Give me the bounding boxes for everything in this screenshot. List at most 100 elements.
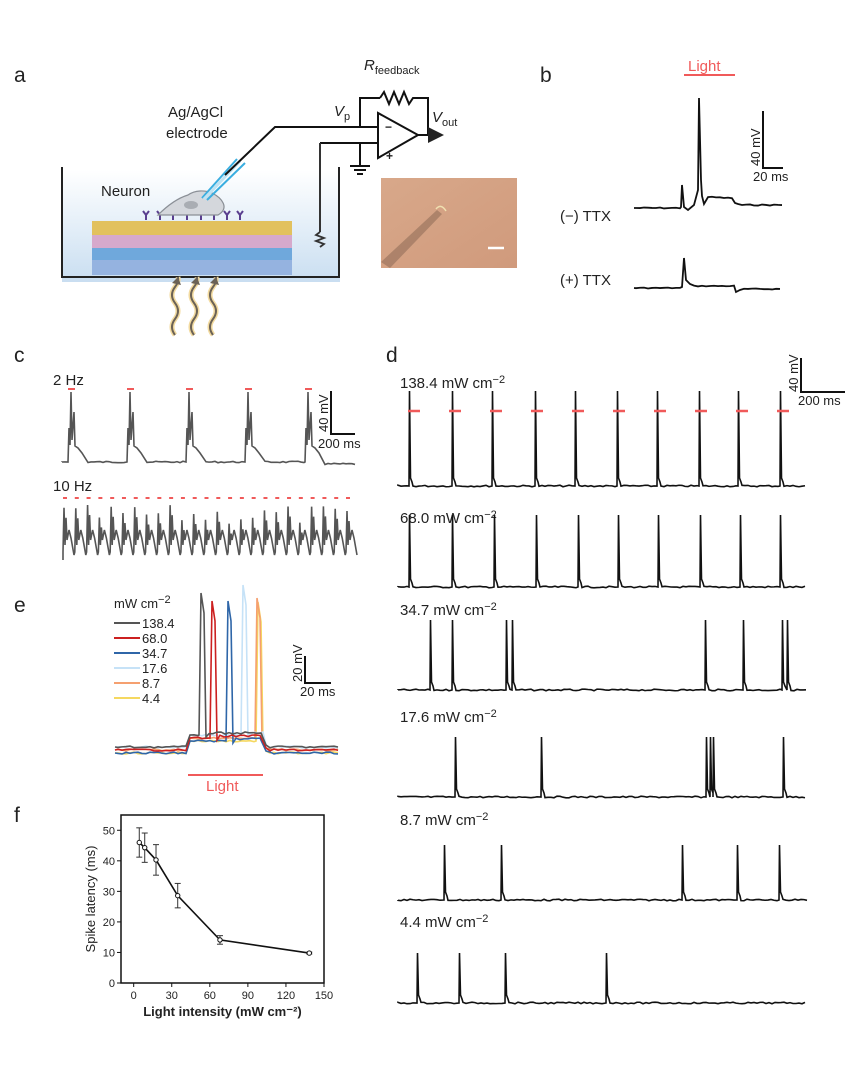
y-axis-label: Spike latency (ms) — [83, 846, 98, 953]
electrode-wire — [224, 126, 372, 176]
overlay-trace — [114, 600, 339, 752]
trace-row — [397, 844, 808, 902]
intensity-label: 4.4 mW cm−2 — [400, 913, 488, 931]
layer-1 — [92, 221, 292, 235]
panel-e: e mW cm−2 138.468.034.717.68.74.4 20 mV … — [14, 584, 339, 795]
legend-label: 4.4 — [142, 691, 160, 706]
intensity-label: 138.4 mW cm−2 — [400, 374, 505, 392]
bath-electrode-coil-icon — [313, 231, 327, 248]
layer-2 — [92, 235, 292, 248]
trace-row — [397, 619, 807, 692]
y-tick-label: 20 — [103, 917, 115, 929]
legend-label: 8.7 — [142, 676, 160, 691]
data-point — [153, 857, 159, 863]
x-tick-label: 60 — [204, 990, 216, 1002]
intensity-rows: 138.4 mW cm−2 68.0 mW cm−2 34.7 mW cm−2 17.… — [397, 374, 808, 1005]
intensity-label: 17.6 mW cm−2 — [400, 708, 497, 726]
op-amp-icon — [320, 97, 444, 160]
x-tick-label: 30 — [166, 990, 178, 1002]
trace-row — [397, 952, 806, 1005]
row-label-2hz: 2 Hz — [53, 372, 84, 389]
panel-letter-d: d — [386, 344, 398, 367]
x-tick-label: 150 — [315, 990, 333, 1002]
bath-container — [61, 167, 340, 278]
panel-letter-e: e — [14, 594, 26, 617]
panel-letter-b: b — [540, 64, 552, 87]
y-tick-label: 10 — [103, 947, 115, 959]
layer-4 — [92, 260, 292, 275]
x-axis-label: Light intensity (mW cm⁻²) — [143, 1004, 302, 1019]
light-arrows-icon — [169, 276, 219, 337]
electrode-label-line1: Ag/AgCl — [168, 104, 223, 121]
plus-sign: + — [386, 149, 393, 163]
legend-label: 68.0 — [142, 631, 167, 646]
scale-x-c: 200 ms — [318, 436, 361, 451]
data-point — [142, 844, 148, 851]
plot-frame — [120, 814, 325, 984]
neuron-label: Neuron — [101, 183, 150, 200]
y-tick-label: 50 — [103, 825, 115, 837]
overlay-trace — [114, 600, 339, 755]
vp-label: Vp — [334, 103, 350, 123]
row-label-10hz: 10 Hz — [53, 478, 92, 495]
scale-bar-b — [762, 111, 783, 169]
series-line — [138, 841, 310, 954]
panel-letter-c: c — [14, 344, 25, 367]
trace-label-plus-ttx: (+) TTX — [560, 272, 611, 289]
scale-x-d: 200 ms — [798, 393, 841, 408]
electrode-label-line2: electrode — [166, 125, 228, 142]
legend-label: 34.7 — [142, 646, 167, 661]
trace-minus-ttx — [633, 97, 783, 212]
minus-sign: − — [385, 120, 392, 134]
x-tick-label: 90 — [242, 990, 254, 1002]
ground-icon — [350, 143, 370, 175]
micrograph-pipette — [381, 210, 442, 268]
panel-letter-a: a — [14, 64, 26, 87]
intensity-label: 68.0 mW cm−2 — [400, 509, 497, 527]
data-point — [217, 937, 223, 943]
x-tick-label: 120 — [277, 990, 295, 1002]
data-point — [136, 839, 142, 846]
scale-bar-c — [330, 391, 355, 435]
vout-label: Vout — [432, 109, 457, 129]
micrograph-cell — [435, 205, 447, 212]
light-label-b: Light — [688, 58, 721, 75]
y-tick-label: 0 — [109, 978, 115, 990]
trace-row — [397, 390, 806, 488]
legend-label: 138.4 — [142, 616, 175, 631]
overlay-trace — [114, 597, 339, 752]
trace-row — [397, 736, 806, 799]
scale-y-c: 40 mV — [316, 394, 331, 432]
y-tick-label: 40 — [103, 856, 115, 868]
scale-y-e: 20 mV — [290, 644, 305, 682]
scale-y-b: 40 mV — [748, 128, 763, 166]
scale-x-e: 20 ms — [300, 684, 336, 699]
overlay-trace — [114, 592, 339, 749]
panel-b: b Light (−) TTX (+) TTX 40 mV 20 ms — [540, 58, 789, 294]
data-point — [306, 950, 312, 956]
legend-label: 17.6 — [142, 661, 167, 676]
overlay-traces — [114, 584, 339, 755]
light-label-e: Light — [206, 778, 239, 795]
intensity-label: 8.7 mW cm−2 — [400, 811, 488, 829]
panel-a: a Neuron Ag/AgCl elec — [14, 57, 517, 337]
trace-2hz — [61, 391, 356, 466]
data-point — [175, 892, 181, 899]
scale-x-b: 20 ms — [753, 169, 789, 184]
legend-title: mW cm−2 — [114, 594, 171, 611]
panel-d: d 40 mV 200 ms 138.4 mW cm−2 68.0 mW cm−2… — [386, 344, 845, 1005]
trace-row — [397, 514, 806, 589]
trace-10hz — [62, 504, 358, 560]
panel-letter-f: f — [14, 804, 20, 827]
intensity-label: 34.7 mW cm−2 — [400, 601, 497, 619]
rfeedback-label: Rfeedback — [364, 57, 420, 77]
trace-label-minus-ttx: (−) TTX — [560, 208, 611, 225]
panel-c: c 2 Hz 10 Hz 40 mV 200 ms — [14, 344, 361, 560]
layer-3 — [92, 248, 292, 260]
resistor-icon — [379, 89, 417, 107]
scale-y-d: 40 mV — [786, 354, 801, 392]
scale-bar-e — [304, 656, 331, 684]
